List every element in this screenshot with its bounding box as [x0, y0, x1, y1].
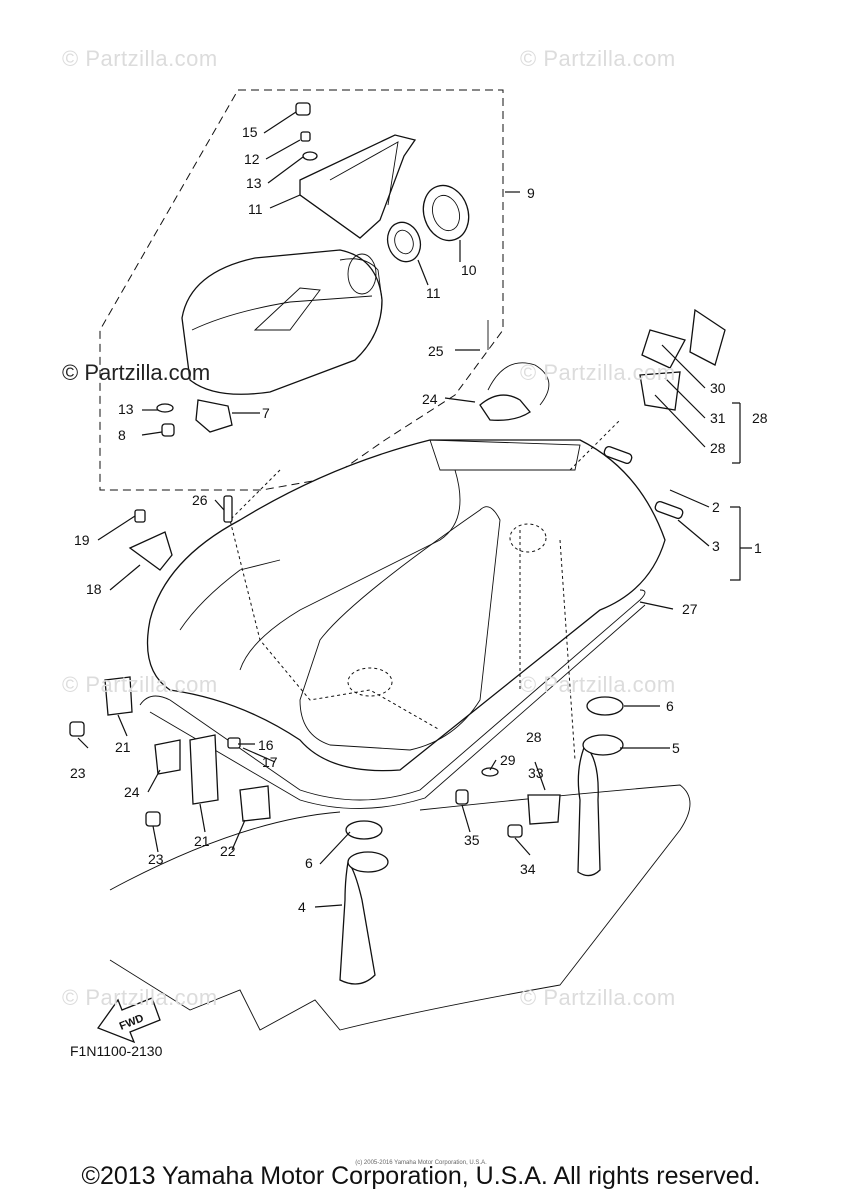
- callout-21a: 21: [115, 739, 131, 755]
- callout-25: 25: [428, 343, 444, 359]
- nut-34: [507, 824, 523, 838]
- washer-15: [302, 151, 318, 161]
- callout-2: 2: [712, 499, 720, 515]
- bolt-23a: [69, 721, 85, 737]
- callout-27: 27: [682, 601, 698, 617]
- callout-34: 34: [520, 861, 536, 877]
- nut-16: [295, 102, 311, 116]
- callouts: 15 12 13 11 9 10 11 13 7 8 25 24 30 31 2…: [70, 124, 768, 915]
- watermark-mid-left: © Partzilla.com: [62, 360, 211, 385]
- callout-1: 1: [754, 540, 762, 556]
- callout-26: 26: [192, 492, 208, 508]
- callout-32: 31: [710, 410, 726, 426]
- callout-13: 11: [248, 201, 263, 217]
- callout-28b: 28: [526, 729, 542, 745]
- callout-30: 29: [500, 752, 516, 768]
- hinge-10: [195, 399, 233, 433]
- screw-14: [300, 131, 311, 142]
- ring-8: [422, 184, 470, 242]
- callout-6a: 6: [666, 698, 674, 714]
- subassembly-7-boundary: [99, 89, 504, 491]
- callout-14: 12: [244, 151, 260, 167]
- callout-11: 8: [118, 427, 126, 443]
- strip-26: [223, 495, 233, 523]
- storage-lid: [181, 249, 383, 395]
- watermark-top-left: © Partzilla.com: [62, 46, 218, 71]
- bracket-31: [641, 329, 686, 369]
- watermark-bottom-right: © Partzilla.com: [520, 985, 676, 1010]
- callout-10: 7: [262, 405, 270, 421]
- hose-4: [339, 860, 376, 985]
- ring-9: [386, 221, 422, 263]
- deck-body: [146, 419, 684, 772]
- gasket-27: [139, 589, 646, 801]
- callout-3: 3: [712, 538, 720, 554]
- bracket-21b: [189, 734, 219, 805]
- callout-22: 22: [220, 843, 236, 859]
- callout-16: 15: [242, 124, 258, 140]
- callout-23b: 23: [148, 851, 164, 867]
- callout-6b: 6: [305, 855, 313, 871]
- callout-28: 28: [752, 410, 768, 426]
- bracket-29: [639, 371, 681, 411]
- clamp-6-lower: [345, 820, 383, 840]
- callout-7: 9: [527, 185, 535, 201]
- copyright-notice: ©2013 Yamaha Motor Corporation, U.S.A. A…: [81, 1162, 761, 1190]
- bracket-24-left: [154, 739, 181, 775]
- bracket-22: [239, 785, 271, 822]
- hose-5: [577, 743, 601, 877]
- clip-17: [227, 737, 241, 749]
- callout-18: 17: [262, 754, 278, 770]
- callout-5: 5: [672, 740, 680, 756]
- callout-15: 13: [246, 175, 262, 191]
- callout-8: 10: [461, 262, 477, 278]
- washer-30: [481, 767, 499, 777]
- callout-19: 18: [86, 581, 102, 597]
- callout-23a: 23: [70, 765, 86, 781]
- cover-19: [128, 531, 173, 571]
- callout-4: 4: [298, 899, 306, 915]
- watermark-top-right: © Partzilla.com: [520, 46, 676, 71]
- callout-29: 28: [710, 440, 726, 456]
- handle-24: [479, 394, 531, 421]
- bolt-35: [455, 789, 469, 805]
- diagram-code: F1N1100-2130: [70, 1043, 163, 1059]
- callout-24: 24: [422, 391, 438, 407]
- fwd-arrow: FWD: [96, 997, 161, 1044]
- callout-24b: 24: [124, 784, 140, 800]
- bracket-13: [299, 134, 417, 239]
- bracket-32: [689, 308, 726, 366]
- bolt-11: [161, 423, 175, 437]
- plate-33: [527, 794, 561, 825]
- leader-lines: [77, 111, 752, 908]
- bracket-21a: [104, 676, 133, 716]
- callout-35: 35: [464, 832, 480, 848]
- callout-21b: 21: [194, 833, 210, 849]
- callout-33: 33: [528, 765, 544, 781]
- watermark-lower-right: © Partzilla.com: [520, 672, 676, 697]
- callout-17: 16: [258, 737, 274, 753]
- fine-print: (c) 2005-2016 Yamaha Motor Corporation, …: [355, 1160, 487, 1166]
- callout-9: 11: [426, 285, 441, 301]
- callout-31: 30: [710, 380, 726, 396]
- watermark-mid-right: © Partzilla.com: [520, 360, 676, 385]
- watermark-lower-left: © Partzilla.com: [62, 672, 218, 697]
- watermark-bottom-left: © Partzilla.com: [62, 985, 218, 1010]
- callout-20: 19: [74, 532, 90, 548]
- clamp-6-upper: [586, 696, 624, 716]
- callout-12: 13: [118, 401, 134, 417]
- bolt-23b: [145, 811, 161, 827]
- screw-20: [134, 509, 146, 523]
- washer-12: [156, 403, 174, 413]
